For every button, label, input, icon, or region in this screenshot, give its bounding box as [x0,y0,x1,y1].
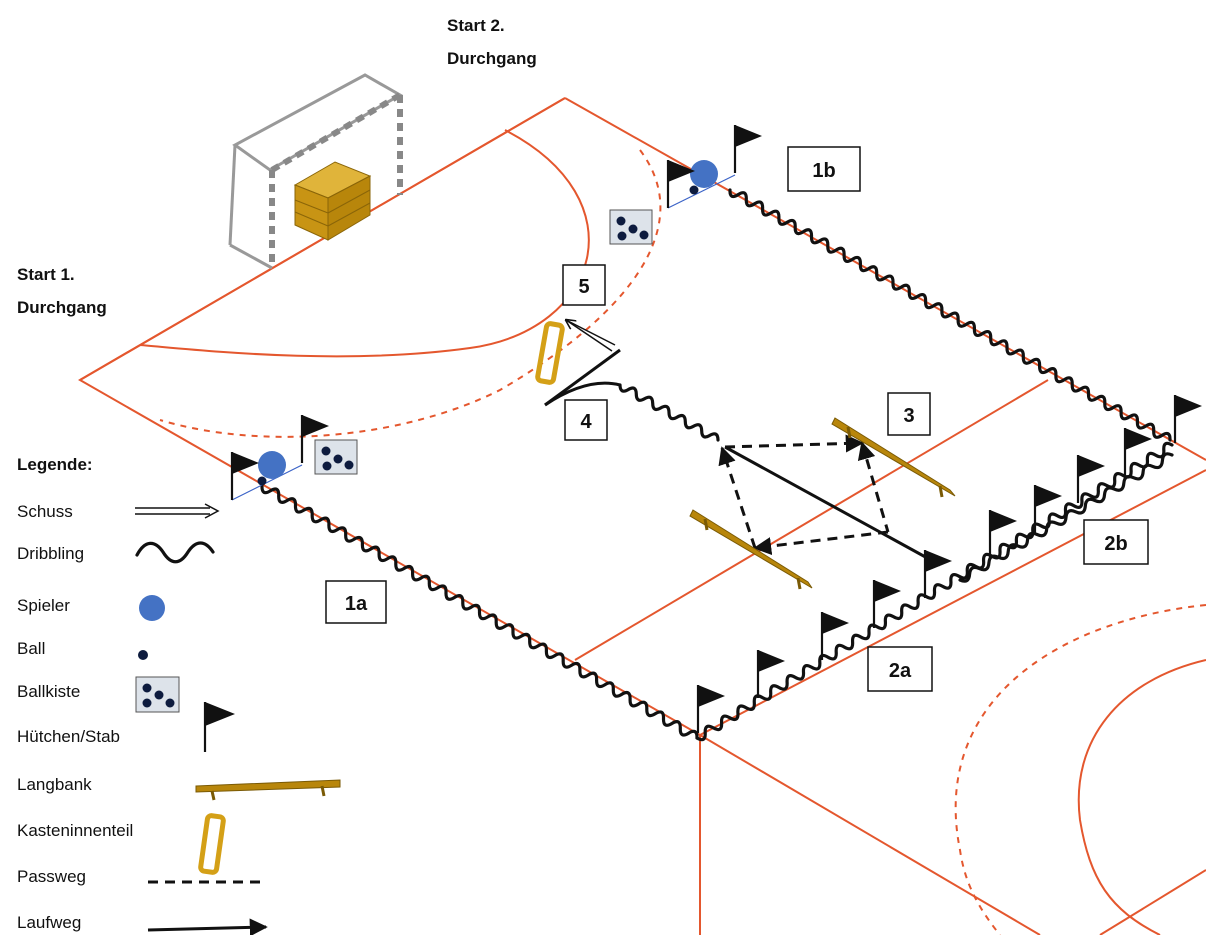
text-labels: Start 2. Durchgang Start 1. Durchgang 1b… [17,16,1149,692]
legend: Legende: Schuss Dribbling Spieler Ball B… [17,455,341,935]
legend-title: Legende: [17,455,93,474]
flag-icon [300,415,329,463]
goal [228,73,404,270]
paths [260,188,1174,742]
center-line [574,379,1049,661]
blue-circle-icon [139,595,165,621]
vaulting-box-icon [293,161,372,241]
ball-box-icon [314,439,358,475]
dribble-path-far [958,452,1174,583]
flag-icon [1076,455,1105,503]
ball-box-icon [135,676,180,713]
flag-icon [988,510,1017,558]
station-5-text: 5 [578,276,589,298]
station-2b-text: 2b [1104,533,1127,555]
small-dot-icon [138,650,148,660]
start-1-label-line1: Start 1. [17,265,75,284]
goal-net-back [228,144,237,246]
station-label-2a: 2a [867,646,933,692]
legend-label-langbank: Langbank [17,775,92,794]
flag-icon [733,125,762,173]
dribble-path-1b [728,188,1172,442]
player-start-1 [231,451,303,501]
objects [230,125,1202,733]
goal-net-top [232,73,404,172]
station-label-4: 4 [564,399,608,441]
far-goal-line [1099,869,1206,935]
pass-path-right [857,441,890,533]
ball-icon [257,476,267,486]
court [77,97,1206,935]
goal-line [79,97,566,381]
legend-label-passweg: Passweg [17,867,86,886]
pass-path-left [718,446,757,549]
goal-net-bottom [229,243,273,270]
goal-area-arc [139,129,590,358]
flag-icon [203,702,235,752]
station-label-1a: 1a [325,580,387,624]
free-throw-line [159,149,662,438]
goal-crossbar [270,92,402,173]
flag-icon [756,650,785,698]
lower-side-line [699,734,1041,935]
flags [230,125,1202,733]
start-1-label-line2: Durchgang [17,298,107,317]
station-label-1b: 1b [787,146,861,192]
station-4-text: 4 [580,411,592,433]
pass-path-top [724,434,864,453]
legend-label-laufweg: Laufweg [17,913,81,932]
pass-path-bottom [753,530,889,556]
court-outline [77,97,1206,737]
dribble-path-4 [618,383,720,442]
station-label-3: 3 [887,392,931,436]
bench-icon [689,509,813,590]
legend-label-schuss: Schuss [17,502,73,521]
flag-icon [1123,428,1152,476]
box-frame-icon [535,321,565,385]
legend-label-ball: Ball [17,639,45,658]
flag-icon [1173,395,1202,443]
run-path-diagonal [724,445,941,567]
station-label-5: 5 [562,264,606,306]
bench-icon [831,417,956,498]
run-path-5 [544,348,621,407]
station-3-text: 3 [903,405,914,427]
station-label-2b: 2b [1083,519,1149,565]
player-icon [690,160,718,188]
shot-arrow [566,320,616,352]
legend-label-spieler: Spieler [17,596,70,615]
station-1b-text: 1b [812,160,835,182]
wavy-line-icon [135,541,215,564]
flag-icon [872,580,901,628]
ball-icon [689,185,699,195]
flag-icon [923,550,952,598]
far-goal-area [1077,659,1206,935]
legend-label-dribbling: Dribbling [17,544,84,563]
flag-icon [820,612,849,660]
far-free-throw-line [954,604,1206,935]
legend-label-ballkiste: Ballkiste [17,682,80,701]
start-2-label-line2: Durchgang [447,49,537,68]
arrow-line-icon [147,918,268,935]
dribble-path-2 [695,441,1174,742]
station-2a-text: 2a [889,660,912,682]
bench-icon [195,779,341,801]
ball-box-icon [609,209,653,245]
legend-label-kasteninnenteil: Kasteninnenteil [17,821,133,840]
flag-icon [230,452,259,500]
player-icon [258,451,286,479]
legend-label-huetchen: Hütchen/Stab [17,727,120,746]
station-1a-text: 1a [345,593,368,615]
double-line-arrow-icon [135,503,220,519]
flag-icon [696,685,725,733]
box-frame-icon [198,813,226,875]
flag-icon [666,160,695,208]
start-2-label-line1: Start 2. [447,16,505,35]
player-start-2 [667,160,736,209]
dribble-path-1a [260,484,699,740]
flag-icon [1033,485,1062,533]
